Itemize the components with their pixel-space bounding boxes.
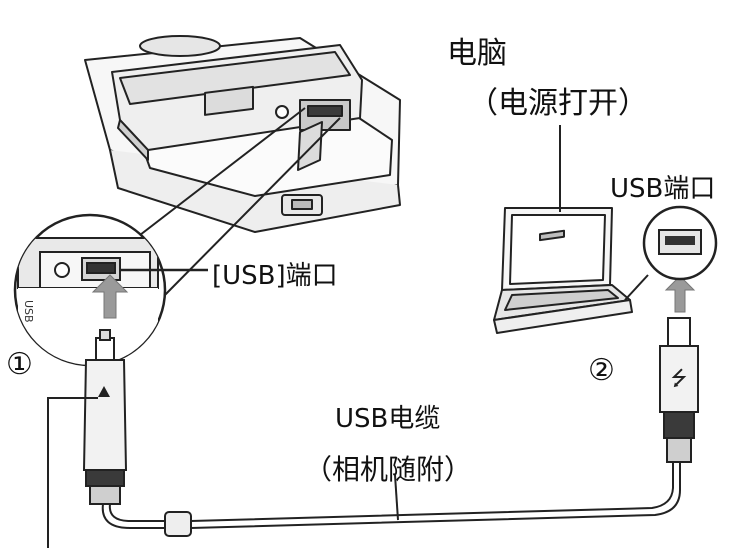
pc-power-note-label: （电源打开）: [468, 86, 648, 121]
camera-dock-illustration: [84, 35, 401, 233]
step-2-marker: ②: [588, 353, 615, 388]
pc-usb-port-label: USB端口: [610, 174, 716, 204]
usb-tiny-mark: USB: [22, 300, 35, 323]
camera-insert-arrow: [91, 274, 129, 319]
usb-a-plug: ⭍: [659, 317, 699, 463]
usb-cable: [101, 462, 681, 537]
cable-included-note-label: （相机随附）: [304, 453, 473, 486]
pc-port-inset: [642, 205, 718, 281]
laptop-illustration: [493, 125, 649, 334]
pc-insert-arrow: [664, 275, 696, 313]
mini-usb-plug: [82, 329, 128, 505]
camera-usb-port-label: [USB]端口: [212, 261, 338, 291]
plug-triangle-icon: [98, 386, 110, 397]
pc-title-label: 电脑: [447, 36, 507, 71]
usb-symbol-icon: ⭍: [671, 366, 688, 390]
usb-cable-label: USB电缆: [335, 404, 441, 434]
step-1-marker: ①: [6, 347, 33, 382]
plug-mark-leader: [47, 397, 98, 548]
